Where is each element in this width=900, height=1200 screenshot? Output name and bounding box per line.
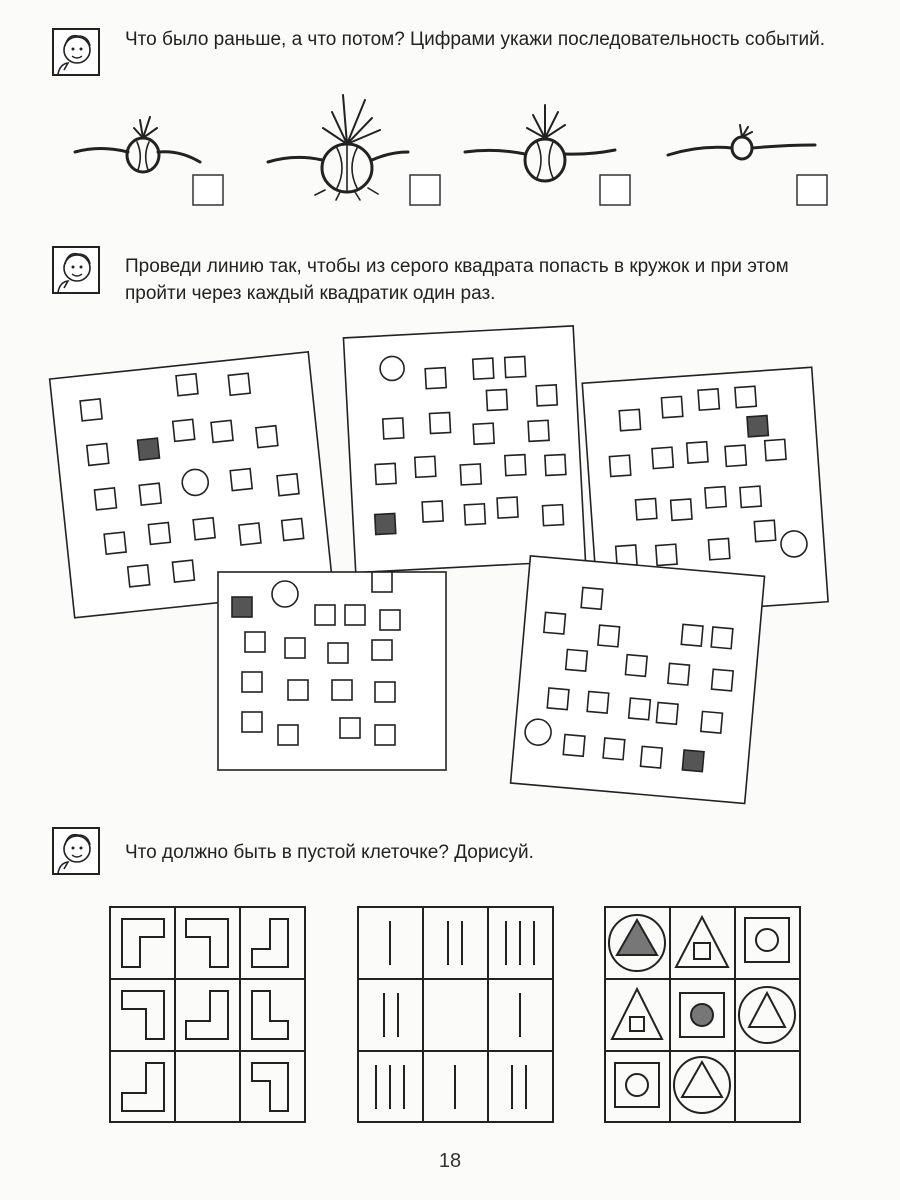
start-gray-square xyxy=(746,414,770,438)
start-gray-square xyxy=(231,596,253,618)
child-face-icon xyxy=(52,246,100,294)
page-number: 18 xyxy=(438,1150,462,1172)
onion-illustration-3 xyxy=(463,104,617,183)
finish-circle xyxy=(271,580,299,608)
onion-sequence xyxy=(73,94,828,206)
task-1-instruction: Что было раньше, а что потом? Цифрами ук… xyxy=(125,29,825,50)
maze-board-4 xyxy=(217,571,447,771)
finish-circle xyxy=(379,355,405,382)
onion-illustration-1 xyxy=(73,116,202,174)
answer-box-2 xyxy=(409,174,441,206)
answer-box-4 xyxy=(796,174,828,206)
task-3-instruction: Что должно быть в пустой клеточке? Дорис… xyxy=(125,842,534,863)
maze-board-1 xyxy=(48,351,335,619)
finish-circle xyxy=(524,718,552,746)
onion-illustration-4 xyxy=(666,124,817,161)
pattern-grid-2 xyxy=(357,906,554,1123)
path-puzzles xyxy=(48,325,829,805)
start-gray-square xyxy=(373,512,397,536)
finish-circle xyxy=(181,468,210,497)
child-face-icon xyxy=(52,28,100,76)
child-face-icon xyxy=(52,827,100,875)
pattern-grid-3 xyxy=(604,906,801,1123)
task-2-instruction: Проведи линию так, чтобы из серого квадр… xyxy=(125,256,789,304)
answer-box-3 xyxy=(599,174,631,206)
start-gray-square xyxy=(681,749,705,773)
maze-board-2 xyxy=(342,325,587,574)
start-gray-square xyxy=(136,437,161,461)
matrix-puzzles xyxy=(109,906,801,1123)
onion-illustration-2 xyxy=(266,94,410,201)
answer-box-1 xyxy=(192,174,224,206)
maze-board-3 xyxy=(581,366,829,619)
maze-board-5 xyxy=(509,554,766,805)
pattern-grid-1 xyxy=(109,906,306,1123)
finish-circle xyxy=(780,530,808,558)
